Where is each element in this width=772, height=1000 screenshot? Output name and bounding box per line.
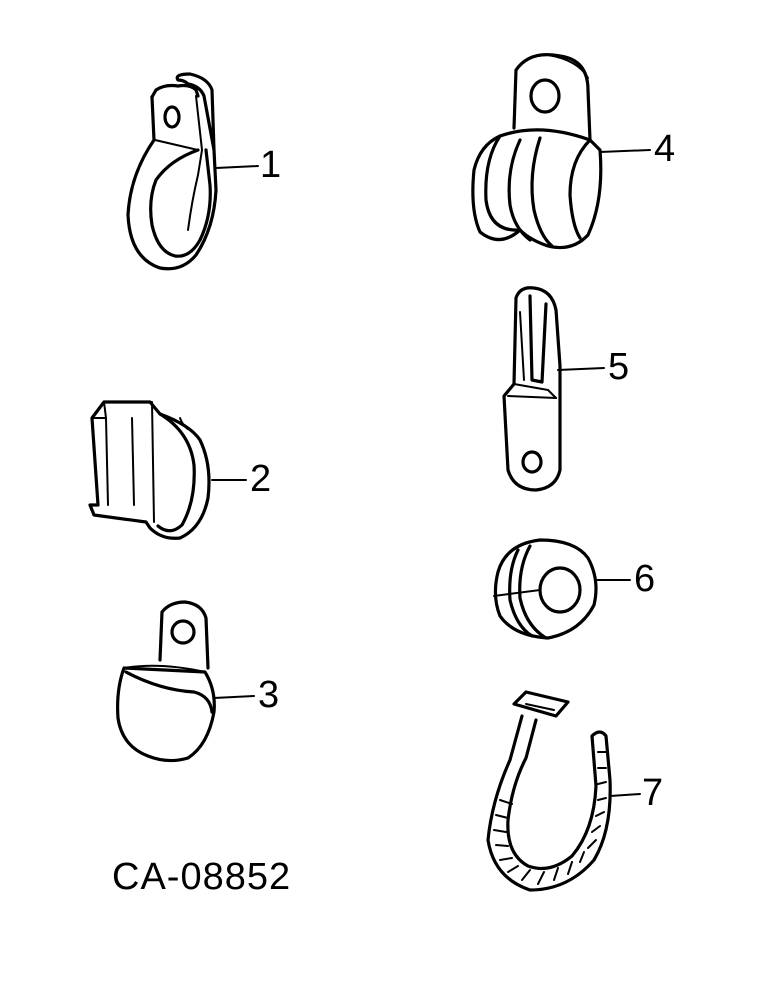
callout-3: 3 [258, 674, 280, 716]
callout-2: 2 [250, 458, 272, 500]
slotted-bracket-icon [502, 286, 562, 492]
p-clamp-icon [126, 72, 218, 271]
callout-7: 7 [642, 772, 664, 814]
loop-clamp-icon [116, 600, 216, 763]
leader-line-5 [557, 367, 605, 371]
callout-1: 1 [260, 144, 282, 186]
leader-line-4 [599, 149, 651, 153]
callout-5: 5 [608, 346, 630, 388]
leader-line-7 [609, 793, 641, 797]
callout-6: 6 [634, 558, 656, 600]
cable-tie-icon [486, 690, 612, 892]
callout-4: 4 [654, 128, 676, 170]
leader-line-3 [213, 695, 255, 699]
grommet-icon [493, 538, 598, 640]
figure-code: CA-08852 [112, 856, 292, 898]
leader-line-1 [215, 165, 259, 169]
cushioned-clamp-icon [471, 53, 603, 250]
snap-clip-icon [88, 400, 211, 540]
